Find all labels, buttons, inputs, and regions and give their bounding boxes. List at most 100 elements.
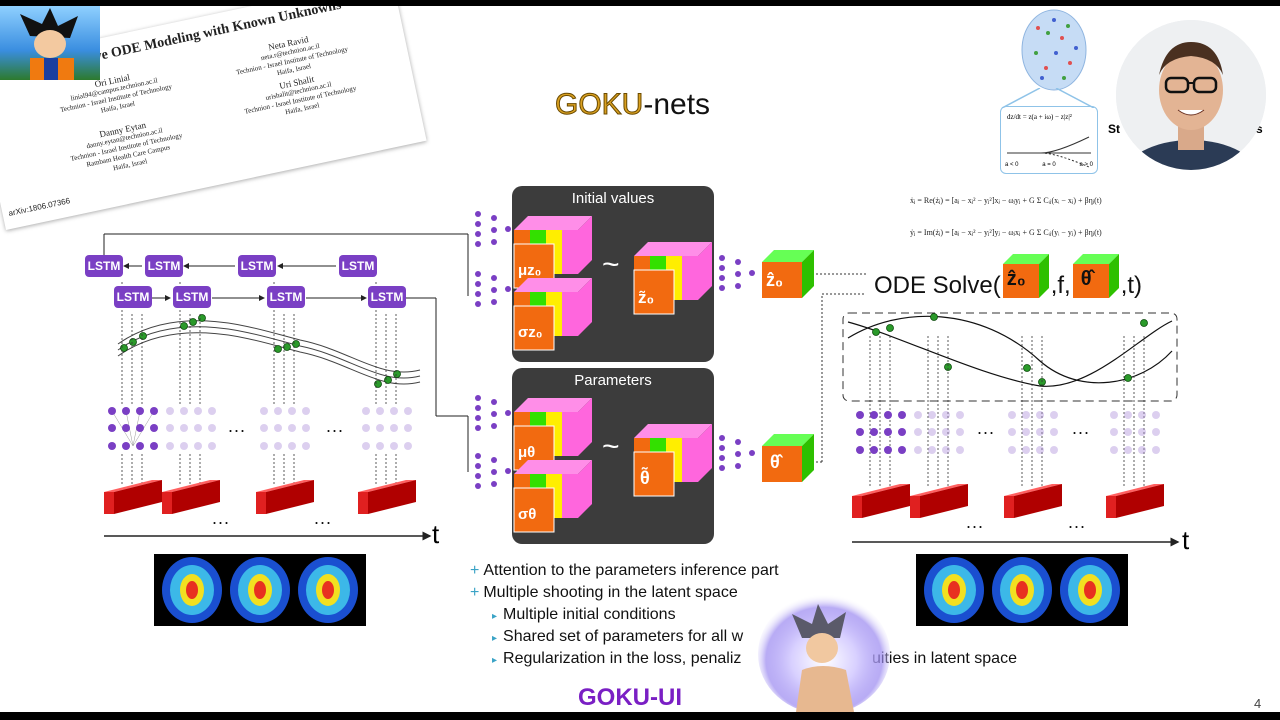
inset-equation: dz/dt = z(a + iω) − z|z|²: [1007, 113, 1072, 121]
input-label-x1: x₁: [107, 514, 118, 526]
decoder-mlp-networks: [856, 411, 1160, 454]
triangle-bullet-icon: ▸: [492, 611, 498, 622]
decoder-connections: [869, 336, 1145, 486]
initial-values-panel: Initial values: [512, 186, 714, 362]
bullet-2-text: Multiple shooting in the latent space: [483, 584, 738, 601]
lstm-backward-1: LSTM: [114, 286, 152, 308]
bullet-1: +Attention to the parameters inference p…: [470, 562, 779, 580]
parameters-title: Parameters: [574, 372, 652, 389]
lstm-forward-2: LSTM: [145, 255, 183, 277]
goku-avatar: [0, 6, 100, 80]
bullet-1-text: Attention to the parameters inference pa…: [483, 562, 779, 579]
decoder-time-label: t: [1182, 525, 1190, 555]
title-suffix: -nets: [643, 88, 711, 121]
sub-bullet-3: ▸ Regularization in the loss, penaliz: [492, 650, 741, 668]
encoder-connections: [121, 282, 397, 484]
z0-hat-cube: ẑ₀: [762, 250, 814, 300]
goku-ultra-instinct-image: [756, 584, 892, 712]
lstm-backward-2: LSTM: [173, 286, 211, 308]
slide-title: GOKU-nets: [554, 88, 711, 122]
sub-bullet-1: ▸ Multiple initial conditions: [492, 606, 676, 624]
slide: Generative ODE Modeling with Known Unkno…: [0, 6, 1280, 712]
footer-brand: GOKU-UI: [578, 684, 682, 711]
ode-solution-box: [842, 312, 1178, 402]
bullet-2: +Multiple shooting in the latent space: [470, 584, 738, 602]
plus-icon: +: [470, 562, 480, 579]
inset-connector: [1000, 87, 1096, 109]
z0-sample-label: z̃₀: [638, 288, 655, 307]
lstm-forward-4: LSTM: [339, 255, 377, 277]
lstm-backward-3: LSTM: [267, 286, 305, 308]
initial-values-title: Initial values: [571, 190, 655, 207]
lstm-forward-1: LSTM: [85, 255, 123, 277]
z0-hat-label: ẑ₀: [766, 270, 784, 290]
triangle-bullet-icon: ▸: [492, 633, 498, 644]
output-label-xn: x̂ₙ: [1109, 519, 1120, 531]
ode-connections: [812, 273, 866, 463]
bifurcation-plot: [1007, 136, 1091, 168]
lstm-backward-4: LSTM: [368, 286, 406, 308]
lstm-forward-3: LSTM: [238, 255, 276, 277]
sub-bullet-3-text: Regularization in the loss, penaliz: [503, 650, 742, 667]
mu-z0-label: μz₀: [518, 262, 542, 279]
output-label-x2: x̂₂: [913, 518, 925, 530]
parameters-tilde: ~: [602, 430, 620, 463]
decoder-ellipsis-1: ...: [977, 418, 996, 438]
ode-theta-cube: θ̂: [1072, 254, 1119, 308]
encoder-trajectory-points: [120, 314, 401, 388]
ode-solve-suffix: ,t): [1120, 272, 1143, 299]
encoder-time-label: t: [432, 519, 440, 549]
encoder-ellipsis-2: ...: [326, 416, 345, 436]
parameters-panel: Parameters: [512, 368, 714, 544]
mri-scans-output: [916, 554, 1128, 626]
output-label-x1: x̂₁: [855, 518, 866, 530]
mri-scans-input: [154, 554, 366, 626]
sigma-theta-label: σθ: [518, 506, 537, 523]
ode-solve-expression: ODE Solve( ẑ₀ ,f, θ̂ ,t): [874, 254, 1143, 308]
initial-values-cubes: [513, 216, 712, 351]
ode-z0-cube: ẑ₀: [1002, 254, 1049, 308]
sub-bullet-2: ▸ Shared set of parameters for all w: [492, 628, 743, 646]
presenter-webcam: [1116, 20, 1266, 170]
sigma-z0-label: σz₀: [518, 324, 543, 341]
hopf-equation-x: ẋⱼ = Re(żⱼ) = [aⱼ − xⱼ² − yⱼ²]xⱼ − ωⱼyⱼ …: [910, 196, 1102, 205]
sub-bullet-3-tail: uities in latent space: [872, 650, 1017, 667]
decoder-ellipsis-3: ...: [966, 512, 985, 532]
input-label-x2: x₂: [165, 514, 177, 526]
page-number: 4: [1254, 696, 1262, 711]
webcam-caption-right: s: [1256, 122, 1263, 136]
parameters-cubes: [513, 398, 712, 533]
brain-network-image: [1018, 8, 1090, 92]
output-label-xi: x̂ᵢ: [1007, 518, 1015, 530]
lstm-arrows: [103, 233, 469, 472]
ode-solution-curves: [847, 315, 1173, 387]
encoder-mlp-networks: [108, 407, 412, 450]
theta-sample-label: θ̃: [640, 468, 650, 488]
ode-solve-mid: ,f,: [1050, 272, 1071, 299]
hopf-equation-y: ẏⱼ = Im(żⱼ) = [aⱼ − xⱼ² − yⱼ²]yⱼ − ωⱼxⱼ …: [910, 228, 1102, 237]
theta-hat-cube: θ̂: [762, 434, 814, 484]
encoder-ellipsis-1: ...: [228, 416, 247, 436]
sub-bullet-1-text: Multiple initial conditions: [503, 606, 676, 623]
initial-tilde: ~: [602, 248, 620, 281]
theta-hat-label: θ̂: [770, 452, 780, 472]
panel-input-networks: [475, 211, 755, 489]
ode-solve-prefix: ODE Solve(: [874, 272, 1001, 299]
goku-architecture-diagram: [103, 211, 1180, 547]
encoder-ellipsis-3: ...: [212, 508, 231, 528]
decoder-output-bars: [852, 484, 1164, 518]
mu-theta-label: μθ: [518, 444, 536, 461]
decoder-ellipsis-4: ...: [1068, 512, 1087, 532]
plus-icon: +: [470, 584, 480, 601]
webcam-caption-left: St: [1108, 122, 1120, 136]
encoder-input-bars: [104, 480, 416, 514]
input-label-xi: xᵢ: [259, 514, 267, 526]
ode-solution-points: [872, 313, 1148, 386]
triangle-bullet-icon: ▸: [492, 655, 498, 666]
encoder-ellipsis-4: ...: [314, 508, 333, 528]
encoder-trajectories: [117, 320, 421, 385]
input-label-xn: xₙ: [361, 515, 372, 527]
sub-bullet-2-text: Shared set of parameters for all w: [503, 628, 744, 645]
